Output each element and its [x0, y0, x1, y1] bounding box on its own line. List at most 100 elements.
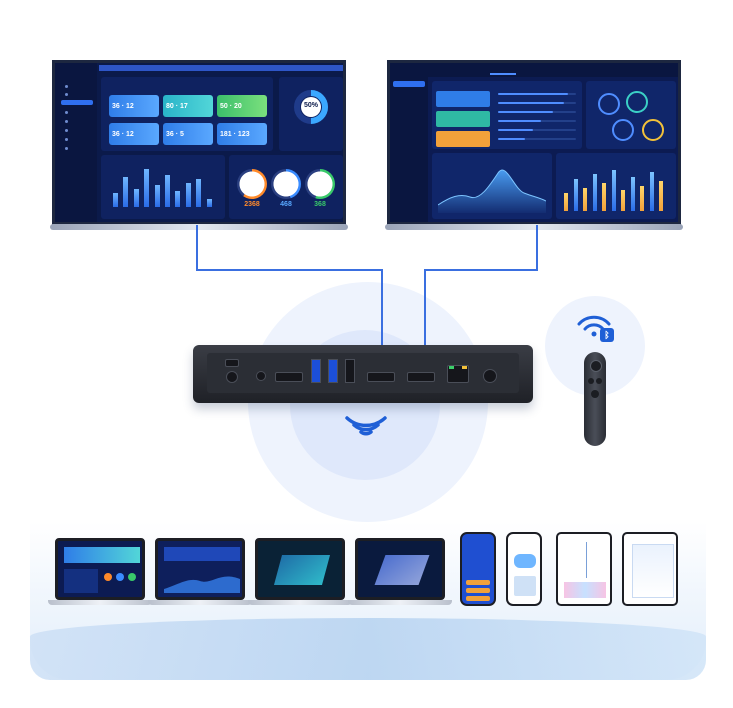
floor-wave: [30, 618, 706, 680]
laptop-4-screen: [355, 538, 445, 600]
stat-tile: 36 · 12: [109, 123, 159, 145]
left-tv-gauge-panel: 2368 468 368: [229, 155, 343, 219]
laptop-1-screen: [55, 538, 145, 600]
right-tv-screen: [387, 60, 681, 225]
hdmi-out-port: [407, 372, 435, 382]
stat-tile: 36 · 12: [109, 95, 159, 117]
power-button: [225, 359, 239, 367]
bar: [206, 199, 212, 207]
dc-port: [226, 371, 238, 383]
bar: [175, 191, 181, 207]
left-tv-sidebar: [55, 63, 97, 222]
hub-face: [207, 353, 519, 393]
menu-dot: [65, 120, 68, 123]
left-tv-tiles-panel: 36 · 12 80 · 17 50 · 20 36 · 12 36 · 5 1…: [101, 77, 273, 151]
stat-tile: 36 · 5: [163, 123, 213, 145]
bar: [133, 189, 139, 207]
laptop-panel: [64, 569, 98, 593]
gauge-orange: [237, 169, 267, 199]
bar: [185, 183, 191, 207]
column: [659, 181, 663, 211]
stat-tile: 80 · 17: [163, 95, 213, 117]
remote-button-top: [590, 360, 602, 372]
tablet-2: [622, 532, 678, 606]
laptop-3d-scene: [374, 555, 430, 585]
menu-dot: [65, 111, 68, 114]
ring: [612, 119, 634, 141]
laptop-3d-scene: [273, 555, 331, 585]
laptop-3-screen: [255, 538, 345, 600]
progress-bar: [498, 120, 576, 122]
left-tv-bar-panel: [101, 155, 225, 219]
area-chart: [438, 169, 546, 213]
bar: [165, 175, 170, 207]
phone-bar: [466, 588, 490, 593]
progress-bar: [498, 102, 576, 104]
ring: [626, 91, 648, 113]
column: [649, 171, 654, 211]
right-cable: [424, 269, 538, 271]
usb-port: [345, 359, 355, 383]
left-tv-donut-panel: 50%: [279, 77, 343, 151]
gauge-blue: [271, 169, 301, 199]
bar: [113, 193, 118, 207]
phone-1: [460, 532, 496, 606]
usb-port: [328, 359, 338, 383]
left-tv-stand: [50, 224, 348, 230]
left-tv-active-menu: [61, 100, 93, 105]
progress-bar: [498, 129, 576, 131]
menu-dot: [65, 85, 68, 88]
right-tv-column-panel: [556, 153, 676, 219]
gauge-value: 368: [314, 201, 326, 208]
left-tv-topbar: [99, 65, 343, 71]
tablet-panel: [632, 544, 674, 598]
remote-button: [591, 390, 599, 398]
progress-bar: [498, 138, 576, 140]
column: [611, 169, 616, 211]
usb-port: [311, 359, 321, 383]
right-tv-sidebar: [390, 77, 428, 222]
laptop-dot: [116, 573, 124, 581]
menu-dot: [65, 138, 68, 141]
progress-bar: [498, 93, 576, 95]
column: [640, 185, 644, 211]
donut-percent: 50%: [303, 102, 318, 109]
hdmi-port: [275, 372, 303, 382]
gauge-value: 468: [280, 201, 292, 208]
phone-panel: [514, 576, 536, 596]
remote-wifi-icon: [577, 315, 611, 337]
left-cable: [381, 269, 383, 373]
right-tv-circle-panel: [586, 81, 676, 149]
right-tv-topbar: [390, 63, 678, 77]
laptop-2-screen: [155, 538, 245, 600]
column: [573, 178, 578, 211]
right-tv-area-panel: [432, 153, 552, 219]
info-card-blue: [436, 91, 490, 107]
info-card-green: [436, 111, 490, 127]
tablet-1: [556, 532, 612, 606]
menu-dot: [65, 147, 68, 150]
ethernet-port: [447, 365, 469, 383]
right-tv-list-panel: [432, 81, 582, 149]
bar-chart: [113, 167, 217, 207]
bluetooth-icon: ᛒ: [600, 328, 614, 342]
phone-bar: [466, 580, 490, 585]
column: [621, 190, 625, 211]
ring: [598, 93, 620, 115]
ethernet-led: [449, 366, 454, 369]
right-cable: [536, 225, 538, 271]
gauge-green: [305, 169, 335, 199]
laptop-1-base: [48, 600, 152, 605]
right-tv-active-tab: [490, 73, 516, 75]
audio-port: [256, 371, 266, 381]
column: [602, 183, 606, 211]
left-cable: [196, 269, 383, 271]
menu-dot: [65, 129, 68, 132]
bar: [144, 169, 150, 207]
wifi-icon: [345, 416, 387, 436]
progress-bar: [498, 111, 576, 113]
tablet-line: [586, 542, 587, 578]
laptop-2-base: [148, 600, 252, 605]
docking-hub: [193, 345, 533, 403]
laptop-panel: [64, 547, 140, 563]
